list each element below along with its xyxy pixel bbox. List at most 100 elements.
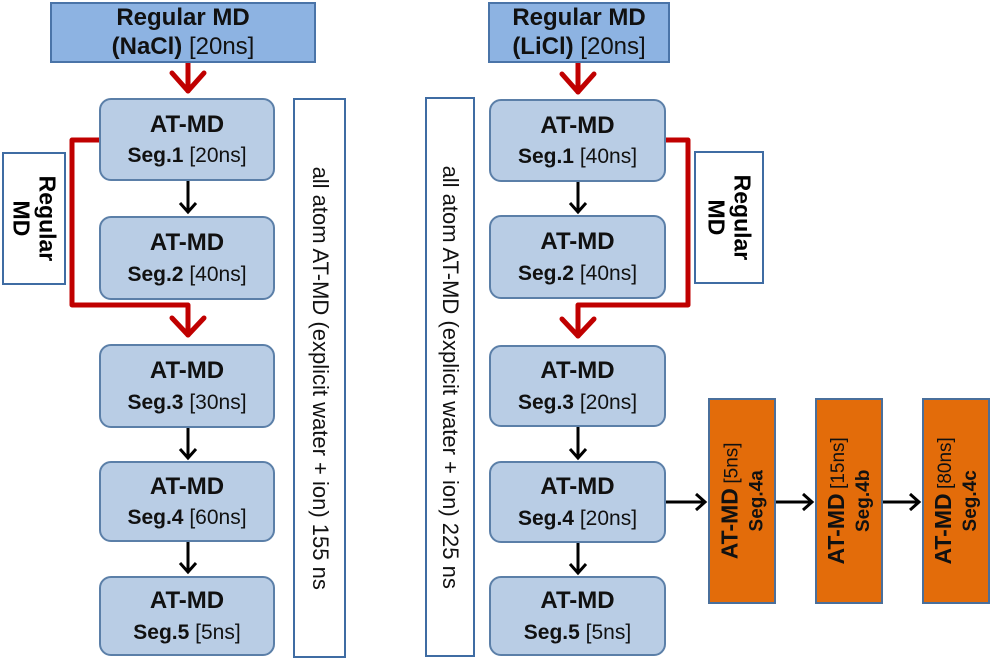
segment-time: [40ns] bbox=[579, 145, 638, 169]
arrow-right-seg4-to-seg5 bbox=[568, 543, 588, 576]
segment-title: AT-MD bbox=[149, 587, 225, 614]
segment-detail: Seg.3 [20ns] bbox=[518, 390, 637, 415]
segment-name: Seg.3 bbox=[127, 390, 184, 414]
segment-detail: Seg.2 [40ns] bbox=[518, 261, 637, 286]
segment-detail: Seg.5 [5ns] bbox=[133, 620, 240, 645]
segment-title: AT-MD bbox=[540, 357, 615, 384]
segment-name: Seg.4 bbox=[127, 506, 184, 530]
segment-time: [40ns] bbox=[189, 262, 247, 286]
segment-time: [20ns] bbox=[579, 390, 638, 414]
left-top-box: Regular MD (NaCl) [20ns] bbox=[50, 2, 316, 63]
segment-detail: Seg.4 [60ns] bbox=[127, 505, 246, 530]
segment-time: [40ns] bbox=[579, 261, 638, 285]
left-segment-1: AT-MD Seg.1 [20ns] bbox=[99, 98, 275, 181]
arrow-seg4a-to-seg4b bbox=[776, 492, 815, 512]
right-segment-3: AT-MD Seg.3 [20ns] bbox=[489, 345, 666, 427]
branch-segment-4a-label: AT-MD [5ns] Seg.4a bbox=[716, 443, 768, 560]
left-segment-3: AT-MD Seg.3 [30ns] bbox=[99, 344, 275, 428]
segment-name: Seg.5 bbox=[133, 620, 190, 644]
segment-time: [30ns] bbox=[189, 390, 247, 414]
arrow-seg4-to-seg4a bbox=[666, 492, 708, 512]
segment-time: [20ns] bbox=[579, 506, 638, 530]
branch-name: Seg.4b bbox=[853, 469, 874, 533]
branch-segment-4c-label: AT-MD [80ns] Seg.4c bbox=[930, 437, 982, 564]
right-top-title: Regular MD bbox=[512, 3, 646, 31]
regular-md-line2: MD bbox=[8, 200, 35, 237]
arrow-seg4b-to-seg4c bbox=[883, 492, 922, 512]
segment-time: [20ns] bbox=[189, 144, 247, 168]
left-segment-2: AT-MD Seg.2 [40ns] bbox=[99, 216, 275, 300]
arrow-left-seg3-to-seg4 bbox=[178, 428, 198, 461]
regular-md-line1: Regular bbox=[34, 175, 61, 262]
left-segment-5: AT-MD Seg.5 [5ns] bbox=[99, 576, 275, 656]
left-total-label-box: all atom AT-MD (explicit water + ion) 15… bbox=[293, 98, 346, 658]
segment-title: AT-MD bbox=[540, 228, 615, 255]
segment-detail: Seg.3 [30ns] bbox=[127, 390, 246, 415]
branch-title: AT-MD bbox=[716, 488, 743, 560]
right-top-ion: (LiCl) bbox=[512, 32, 574, 60]
branch-title-row: AT-MD [15ns] bbox=[823, 437, 850, 564]
arrow-left-top-to-seg1 bbox=[169, 60, 207, 94]
left-top-detail: (NaCl) [20ns] bbox=[112, 33, 255, 62]
right-regular-md-box: Regular MD bbox=[694, 151, 764, 284]
segment-name: Seg.3 bbox=[517, 390, 574, 414]
branch-segment-4a: AT-MD [5ns] Seg.4a bbox=[708, 398, 776, 604]
right-total-label-box: all atom AT-MD (explicit water + ion) 22… bbox=[425, 97, 475, 657]
segment-title: AT-MD bbox=[149, 229, 225, 256]
left-total-label: all atom AT-MD (explicit water + ion) 15… bbox=[307, 166, 333, 590]
segment-name: Seg.4 bbox=[517, 506, 574, 530]
arrow-right-regular-md-bypass bbox=[559, 137, 691, 339]
branch-segment-4b-label: AT-MD [15ns] Seg.4b bbox=[823, 437, 875, 564]
arrow-right-seg1-to-seg2 bbox=[568, 182, 588, 215]
segment-title: AT-MD bbox=[149, 472, 225, 500]
branch-name: Seg.4a bbox=[746, 470, 767, 532]
branch-name: Seg.4c bbox=[960, 470, 981, 532]
right-segment-4: AT-MD Seg.4 [20ns] bbox=[489, 461, 666, 543]
arrow-left-regular-md-bypass bbox=[69, 137, 207, 338]
segment-name: Seg.2 bbox=[127, 262, 184, 286]
segment-title: AT-MD bbox=[540, 111, 615, 139]
segment-title: AT-MD bbox=[540, 587, 615, 614]
segment-title: AT-MD bbox=[149, 357, 225, 384]
segment-detail: Seg.2 [40ns] bbox=[127, 262, 246, 287]
segment-title: AT-MD bbox=[540, 473, 615, 500]
right-regular-md-label: Regular MD bbox=[703, 174, 756, 261]
branch-title: AT-MD bbox=[930, 493, 957, 565]
right-top-time: [20ns] bbox=[580, 32, 646, 60]
left-regular-md-box: Regular MD bbox=[2, 152, 66, 285]
branch-segment-4b: AT-MD [15ns] Seg.4b bbox=[815, 398, 883, 604]
segment-title: AT-MD bbox=[149, 110, 225, 138]
segment-detail: Seg.1 [20ns] bbox=[127, 143, 246, 168]
left-regular-md-label: Regular MD bbox=[8, 175, 61, 262]
arrow-right-top-to-seg1 bbox=[559, 60, 597, 95]
regular-md-line1: Regular bbox=[729, 174, 756, 261]
branch-time: [5ns] bbox=[721, 442, 743, 484]
segment-name: Seg.1 bbox=[517, 145, 574, 169]
branch-title-row: AT-MD [80ns] bbox=[930, 437, 957, 564]
branch-title: AT-MD bbox=[823, 493, 850, 565]
segment-name: Seg.5 bbox=[523, 620, 580, 644]
segment-detail: Seg.1 [40ns] bbox=[518, 144, 637, 169]
left-segment-4: AT-MD Seg.4 [60ns] bbox=[99, 461, 275, 542]
branch-time: [15ns] bbox=[828, 437, 850, 490]
regular-md-line2: MD bbox=[703, 199, 730, 236]
segment-time: [60ns] bbox=[189, 506, 247, 530]
left-top-time: [20ns] bbox=[188, 32, 255, 60]
segment-detail: Seg.5 [5ns] bbox=[524, 620, 631, 645]
arrow-left-seg4-to-seg5 bbox=[178, 541, 198, 575]
right-top-box: Regular MD (LiCl) [20ns] bbox=[488, 2, 670, 63]
arrow-right-seg3-to-seg4 bbox=[568, 427, 588, 461]
segment-name: Seg.1 bbox=[127, 144, 184, 168]
right-segment-2: AT-MD Seg.2 [40ns] bbox=[489, 215, 666, 299]
segment-time: [5ns] bbox=[195, 620, 241, 644]
branch-title-row: AT-MD [5ns] bbox=[716, 443, 743, 560]
branch-segment-4c: AT-MD [80ns] Seg.4c bbox=[922, 398, 990, 604]
right-top-detail: (LiCl) [20ns] bbox=[512, 33, 645, 62]
arrow-left-seg1-to-seg2 bbox=[178, 180, 198, 215]
branch-time: [80ns] bbox=[935, 437, 957, 490]
segment-name: Seg.2 bbox=[517, 261, 574, 285]
right-segment-5: AT-MD Seg.5 [5ns] bbox=[489, 576, 666, 656]
left-top-ion: (NaCl) bbox=[111, 32, 183, 60]
left-top-title: Regular MD bbox=[116, 3, 250, 31]
